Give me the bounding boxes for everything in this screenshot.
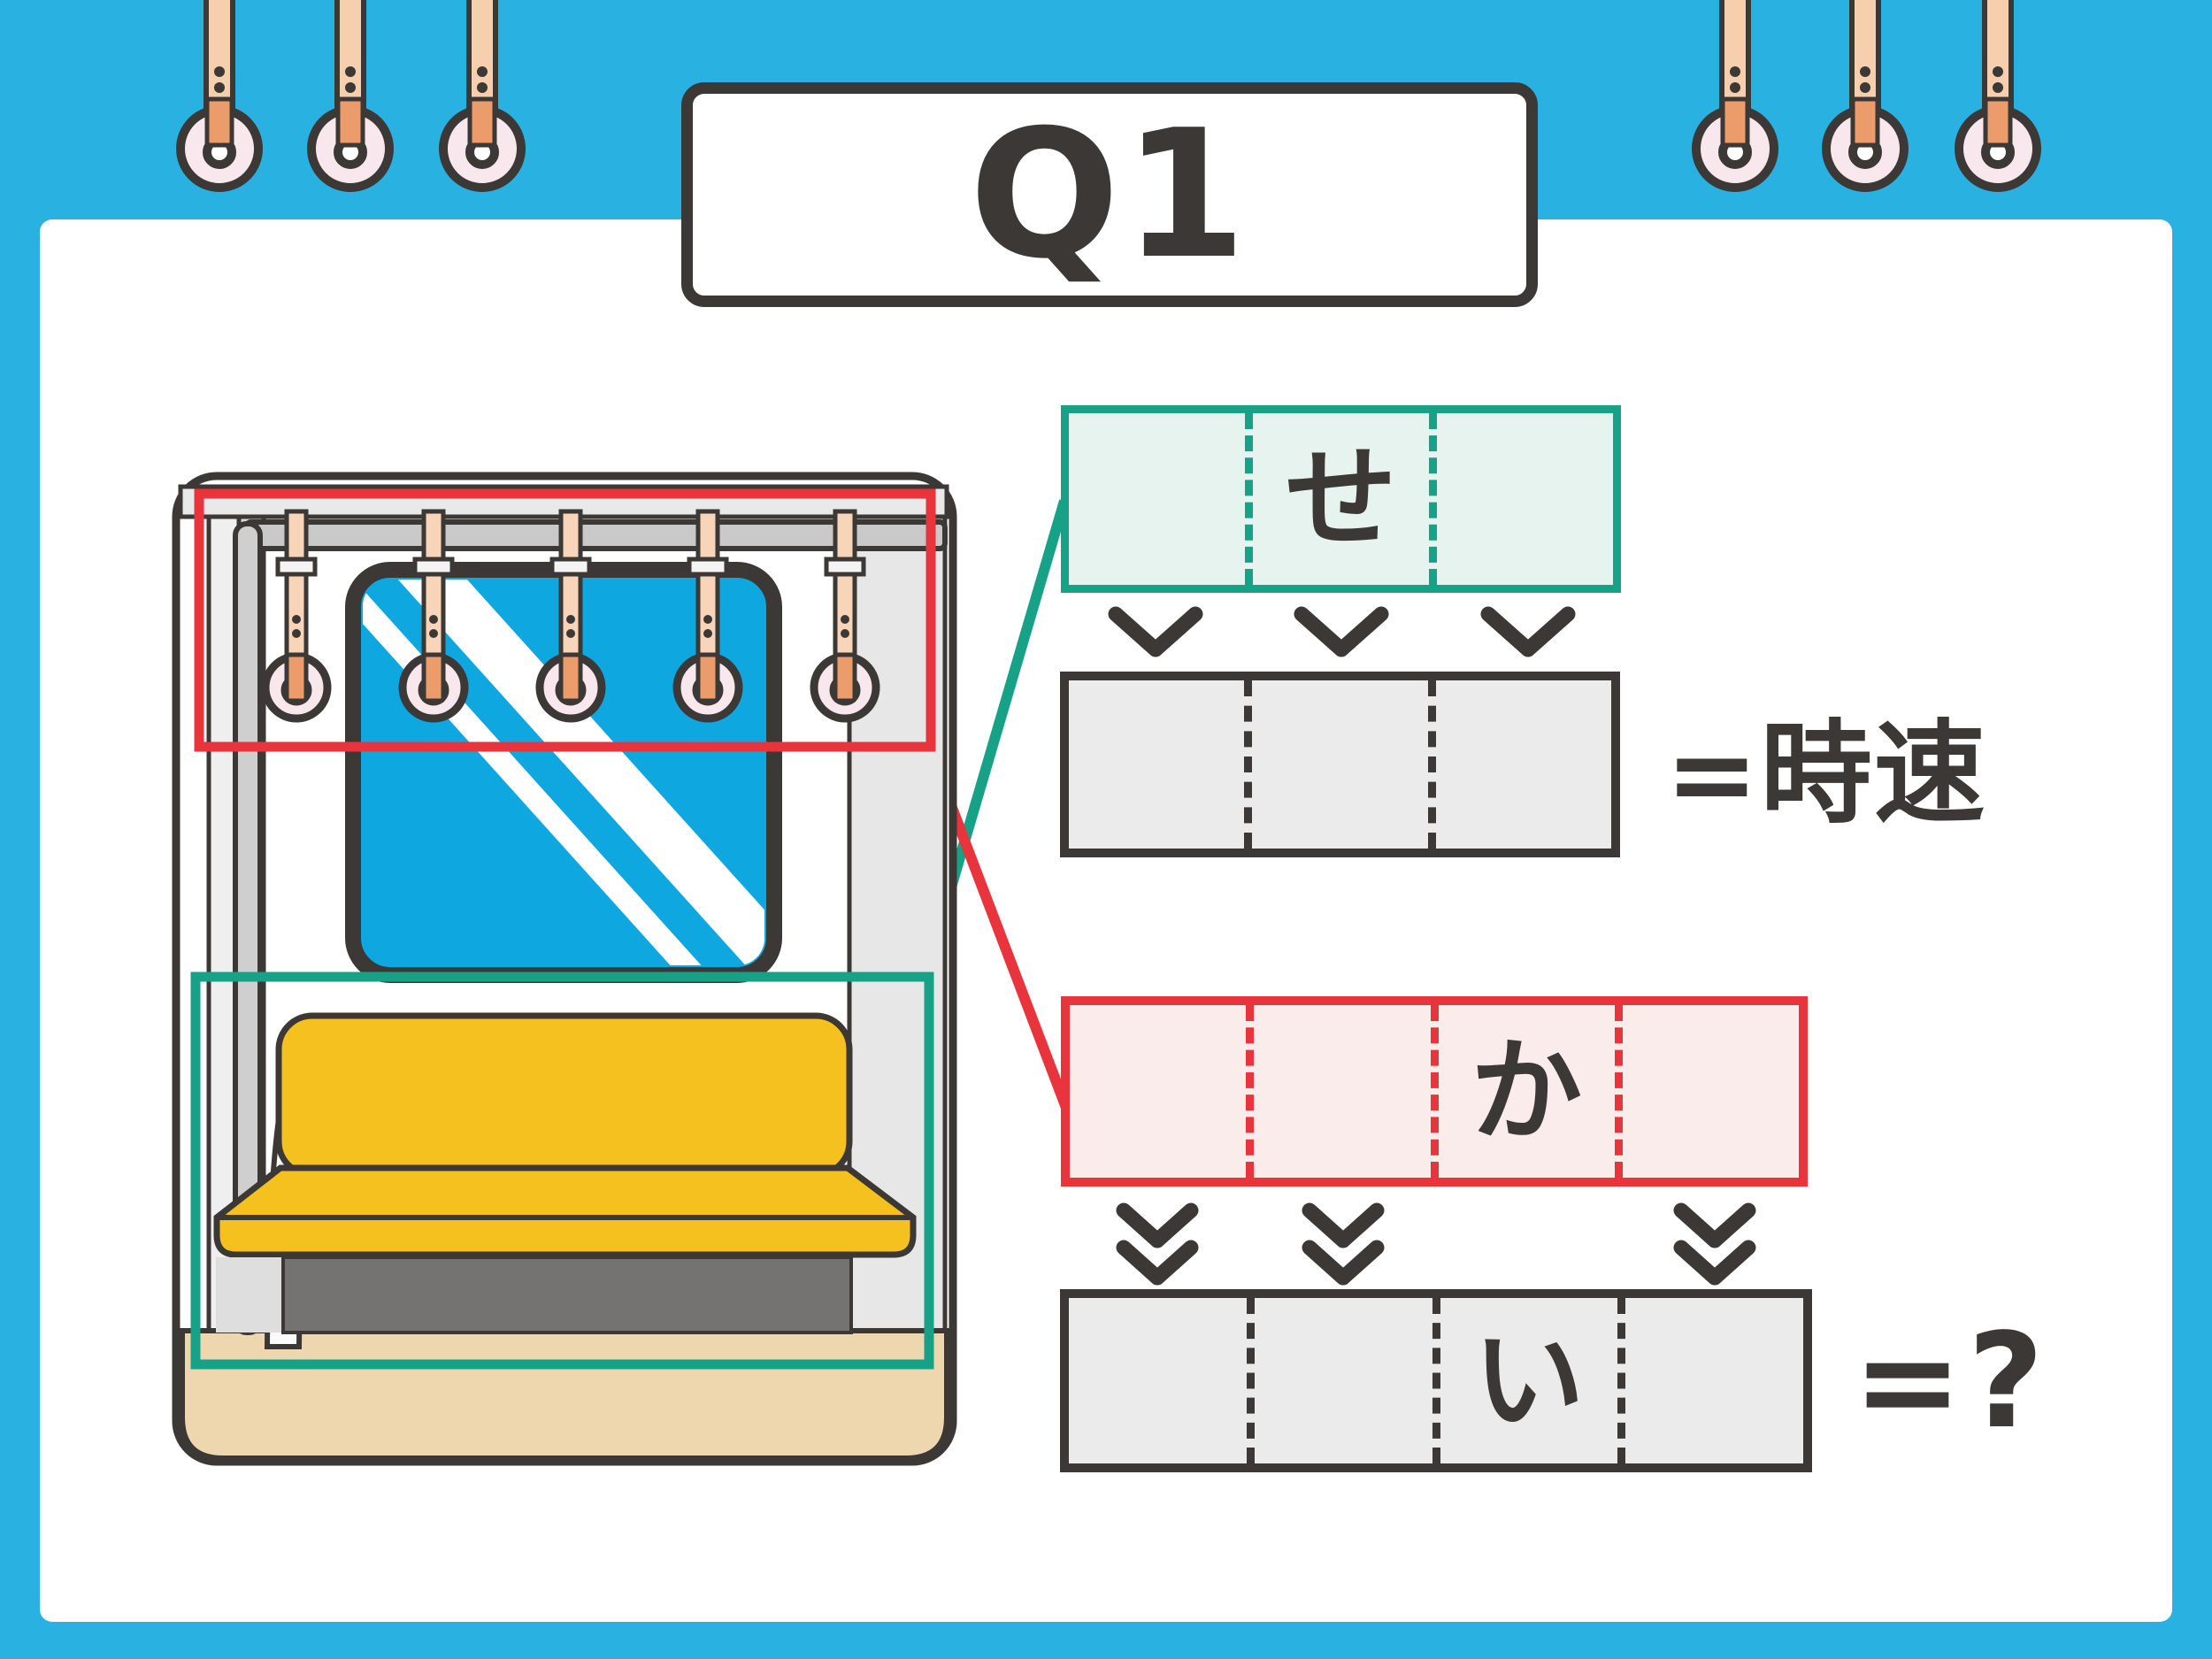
hand-strap-icon: [1955, 0, 2041, 192]
equals-question-label: =?: [1853, 1304, 2049, 1457]
hand-strap-icon: [398, 509, 469, 723]
word-box-green: せ: [1061, 405, 1621, 593]
answer-cell: い: [1432, 1298, 1618, 1463]
train-illustration: [172, 472, 957, 1466]
top-hand-straps: [176, 0, 2041, 192]
word-cell: [1070, 1005, 1246, 1178]
seat-base: [281, 1256, 853, 1334]
double-chevron-down-icon: [1116, 1202, 1199, 1286]
answer-box-top: [1060, 672, 1620, 857]
hand-strap-icon: [176, 0, 263, 192]
answer-cell: [1244, 680, 1427, 849]
seat-cushion: [213, 1164, 917, 1258]
answer-box-bottom: い: [1060, 1289, 1812, 1472]
hand-strap-icon: [1822, 0, 1909, 192]
answer-cell: [1617, 1298, 1803, 1463]
interior-hand-straps: [261, 509, 880, 723]
question-badge: Q1: [681, 82, 1538, 307]
answer-cell: [1246, 1298, 1432, 1463]
hand-strap-icon: [307, 0, 394, 192]
answer-cell: [1069, 680, 1244, 849]
word-cell: [1246, 1005, 1430, 1178]
answer-cell: [1069, 1298, 1247, 1463]
double-chevron-down-icon: [1302, 1202, 1385, 1286]
seat-back: [275, 1012, 853, 1179]
strap-region-outline: [194, 488, 936, 752]
chevron-down-icon: [1480, 606, 1576, 657]
train-floor: [180, 1328, 949, 1461]
word-cell: [1069, 413, 1245, 585]
double-chevron-down-icon: [1673, 1202, 1756, 1286]
answer-cell: [1427, 680, 1611, 849]
seat-region-outline: [190, 972, 934, 1370]
hand-strap-icon: [810, 509, 880, 723]
hand-strap-icon: [1692, 0, 1778, 192]
chevron-down-icon: [1108, 606, 1203, 657]
word-cell: か: [1430, 1005, 1615, 1178]
equals-jisoku-label: =時速: [1665, 709, 1987, 839]
word-box-red: か: [1061, 996, 1808, 1187]
hand-strap-icon: [672, 509, 743, 723]
hand-strap-icon: [439, 0, 526, 192]
chevron-down-icon: [1294, 606, 1389, 657]
hand-strap-icon: [535, 509, 606, 723]
word-cell: せ: [1245, 413, 1429, 585]
question-label: Q1: [969, 91, 1250, 298]
word-cell: [1614, 1005, 1799, 1178]
word-cell: [1429, 413, 1613, 585]
hand-strap-icon: [261, 509, 332, 723]
